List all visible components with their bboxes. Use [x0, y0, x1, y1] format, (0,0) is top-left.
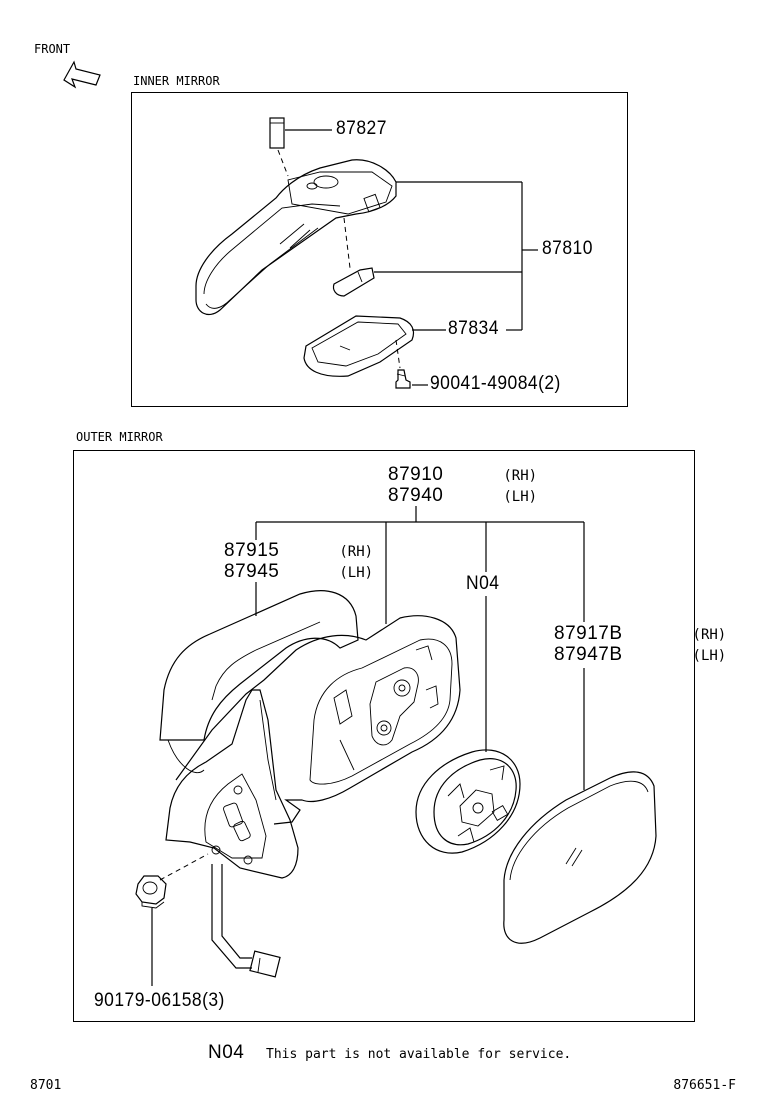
note-code: N04	[208, 1042, 245, 1063]
side-87910: (RH)	[503, 468, 538, 484]
nut-drawing	[135, 875, 167, 909]
actuator-drawing	[415, 749, 521, 854]
inner-mirror-frame	[131, 92, 628, 407]
part-number-87810: 87810	[542, 238, 593, 259]
front-arrow-icon	[63, 60, 101, 89]
footer-left-code: 8701	[30, 1078, 62, 1093]
part-number-90041: 90041-49084(2)	[430, 373, 561, 394]
service-note: N04 This part is not available for servi…	[208, 1042, 571, 1064]
screw-drawing	[395, 369, 411, 389]
outer-mirror-frame	[73, 450, 695, 1022]
part-number-87945: 87945	[224, 561, 280, 582]
part-number-n04: N04	[466, 573, 500, 594]
front-label: FRONT	[34, 42, 71, 56]
mirror-housing-drawing	[175, 615, 461, 825]
dashline-nut	[159, 853, 209, 881]
stay-pin-drawing	[269, 117, 285, 149]
part-number-87827: 87827	[336, 118, 387, 139]
part-number-87915: 87915	[224, 540, 280, 561]
note-text: This part is not available for service.	[266, 1047, 572, 1062]
inner-mirror-drawing	[195, 159, 397, 315]
part-number-87947b: 87947B	[554, 644, 623, 665]
label-87910-group: 87910 (RH)	[388, 464, 537, 486]
label-87917b-group: 87917B (RH)	[554, 623, 726, 645]
label-87940-group: 87940 (LH)	[388, 485, 537, 507]
part-number-87910: 87910	[388, 464, 444, 485]
label-87947b-group: 87947B (LH)	[554, 644, 726, 666]
inner-mirror-title: INNER MIRROR	[133, 74, 220, 88]
side-87917b: (RH)	[692, 627, 727, 643]
mirror-glass-drawing	[503, 771, 657, 944]
part-number-87917b: 87917B	[554, 623, 623, 644]
mirror-cover-drawing	[159, 590, 359, 774]
side-87945: (LH)	[339, 565, 374, 581]
dashline-screw	[395, 339, 401, 369]
side-87915: (RH)	[339, 544, 374, 560]
bulb-drawing	[332, 267, 375, 297]
bracket-87810	[396, 181, 538, 331]
part-number-87940: 87940	[388, 485, 444, 506]
side-87940: (LH)	[503, 489, 538, 505]
part-number-87834: 87834	[448, 318, 499, 339]
mirror-base-drawing	[165, 689, 299, 978]
dashline-pin	[277, 149, 289, 177]
footer-right-code: 876651-F	[673, 1078, 736, 1093]
lens-cover-drawing	[303, 315, 415, 377]
outer-mirror-title: OUTER MIRROR	[76, 430, 163, 444]
side-87947b: (LH)	[692, 648, 727, 664]
label-87945-group: 87945 (LH)	[224, 561, 373, 583]
part-number-90179: 90179-06158(3)	[94, 990, 225, 1011]
label-87915-group: 87915 (RH)	[224, 540, 373, 562]
bracket-87910	[255, 506, 585, 790]
